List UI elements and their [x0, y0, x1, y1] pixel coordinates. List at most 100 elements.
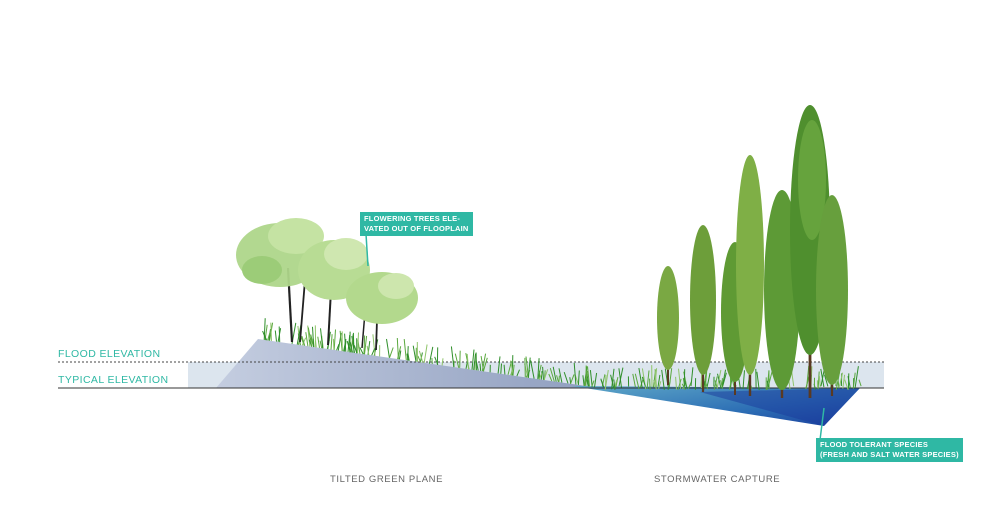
grass-blade — [657, 374, 661, 387]
grass-blade — [339, 330, 343, 352]
grass-blade — [678, 368, 682, 389]
grass-blade — [847, 376, 851, 389]
grass-blade — [459, 350, 461, 368]
grass-blade — [428, 346, 434, 364]
grass-blade — [333, 329, 336, 350]
grass-blade — [423, 344, 428, 363]
grass-blade — [332, 338, 335, 350]
grass-blade — [319, 340, 323, 349]
grass-blade — [556, 375, 559, 383]
grass-blade — [417, 355, 422, 363]
grass-blade — [577, 370, 580, 385]
grass-blade — [480, 356, 485, 372]
grass-blade — [398, 350, 402, 360]
grass-blade — [549, 367, 555, 382]
flowering-trees-callout: FLOWERING TREES ELE- VATED OUT OF FLOOPL… — [360, 212, 473, 236]
grass-blade — [441, 358, 444, 366]
grass-blade — [558, 368, 563, 383]
grass-blade — [713, 376, 718, 390]
grass-blade — [756, 371, 760, 390]
grass-blade — [465, 361, 468, 369]
grass-blade — [717, 373, 722, 389]
grass-blade — [587, 366, 590, 387]
grass-blade — [584, 373, 588, 386]
grass-blade — [412, 345, 417, 362]
grass-blade — [540, 371, 543, 380]
stormwater-capture-label: STORMWATER CAPTURE — [654, 474, 781, 485]
flood-tolerant-callout-leader — [819, 407, 825, 441]
grass-blade — [632, 373, 636, 388]
grass-blade — [820, 368, 825, 388]
callout-line: (FRESH AND SALT WATER SPECIES) — [820, 450, 959, 459]
grass-blade — [454, 353, 460, 368]
grass-blade — [618, 368, 622, 388]
grass-blade — [817, 371, 820, 390]
grass-blade — [343, 339, 347, 352]
grass-blade — [552, 366, 557, 382]
evergreen-trees — [657, 105, 848, 398]
grass-blade — [471, 349, 475, 370]
grass-blade — [558, 375, 560, 383]
grass-blade — [366, 345, 370, 355]
grass-blade — [450, 346, 455, 368]
grass-blade — [613, 379, 616, 390]
grass-blade — [364, 335, 368, 355]
grass-blade — [274, 330, 277, 342]
grass-blade — [742, 370, 745, 390]
flowering-callout-leader — [365, 233, 369, 267]
grass-blade — [646, 370, 650, 389]
grass-blade — [818, 376, 821, 387]
flood-elevation-label: FLOOD ELEVATION — [58, 348, 161, 360]
grass-blade — [372, 334, 376, 356]
grass-blade — [706, 372, 711, 388]
grass-blade — [357, 332, 359, 354]
grass-blade — [277, 328, 282, 342]
grass-blade — [573, 362, 577, 385]
grass-blade — [359, 347, 364, 355]
grass-blade — [516, 369, 520, 377]
grass-blade — [330, 334, 333, 350]
grass-blade — [349, 341, 353, 353]
grass-blade — [548, 373, 553, 382]
grass-blade — [611, 368, 615, 390]
grass-blade — [839, 372, 844, 387]
callout-line: FLOWERING TREES ELE- — [364, 214, 461, 223]
grass-blade — [720, 380, 723, 389]
grass-blade — [852, 372, 856, 389]
grass-blade — [537, 364, 542, 380]
grass-blade — [397, 346, 402, 360]
grass-blade — [363, 335, 366, 355]
evergreen-tree — [690, 225, 716, 392]
evergreen-tree — [657, 266, 679, 385]
grass-blade — [312, 326, 315, 348]
grass-blade — [407, 352, 410, 361]
grass-blade — [270, 322, 272, 341]
grass-blade — [653, 379, 657, 390]
grass-blade — [677, 378, 682, 390]
callout-line: VATED OUT OF FLOOPLAIN — [364, 224, 469, 233]
grass-blade — [347, 334, 351, 352]
grass-blade — [604, 374, 607, 390]
grass-blade — [418, 350, 424, 363]
grass-blade — [824, 374, 829, 387]
grass-blade — [668, 368, 673, 388]
grass-blade — [538, 372, 543, 380]
grass-blade — [563, 371, 569, 384]
grass-blade — [336, 343, 340, 351]
grass-blade — [634, 373, 640, 390]
grass-blade — [661, 369, 665, 390]
grass-blade — [615, 376, 619, 388]
grass-blade — [690, 367, 694, 387]
typical-elevation-label: TYPICAL ELEVATION — [58, 374, 169, 386]
grass-blade — [683, 369, 686, 389]
grass-blade — [570, 374, 575, 384]
tilted-green-plane-label: TILTED GREEN PLANE — [330, 474, 444, 485]
grass-blade — [618, 367, 624, 387]
grass-blade — [649, 378, 651, 390]
grass-blade — [482, 357, 488, 372]
stormwater-basin-shade — [700, 388, 860, 426]
grass-blade — [503, 364, 506, 375]
grass-blade — [638, 368, 643, 388]
grass-blade — [317, 336, 320, 348]
